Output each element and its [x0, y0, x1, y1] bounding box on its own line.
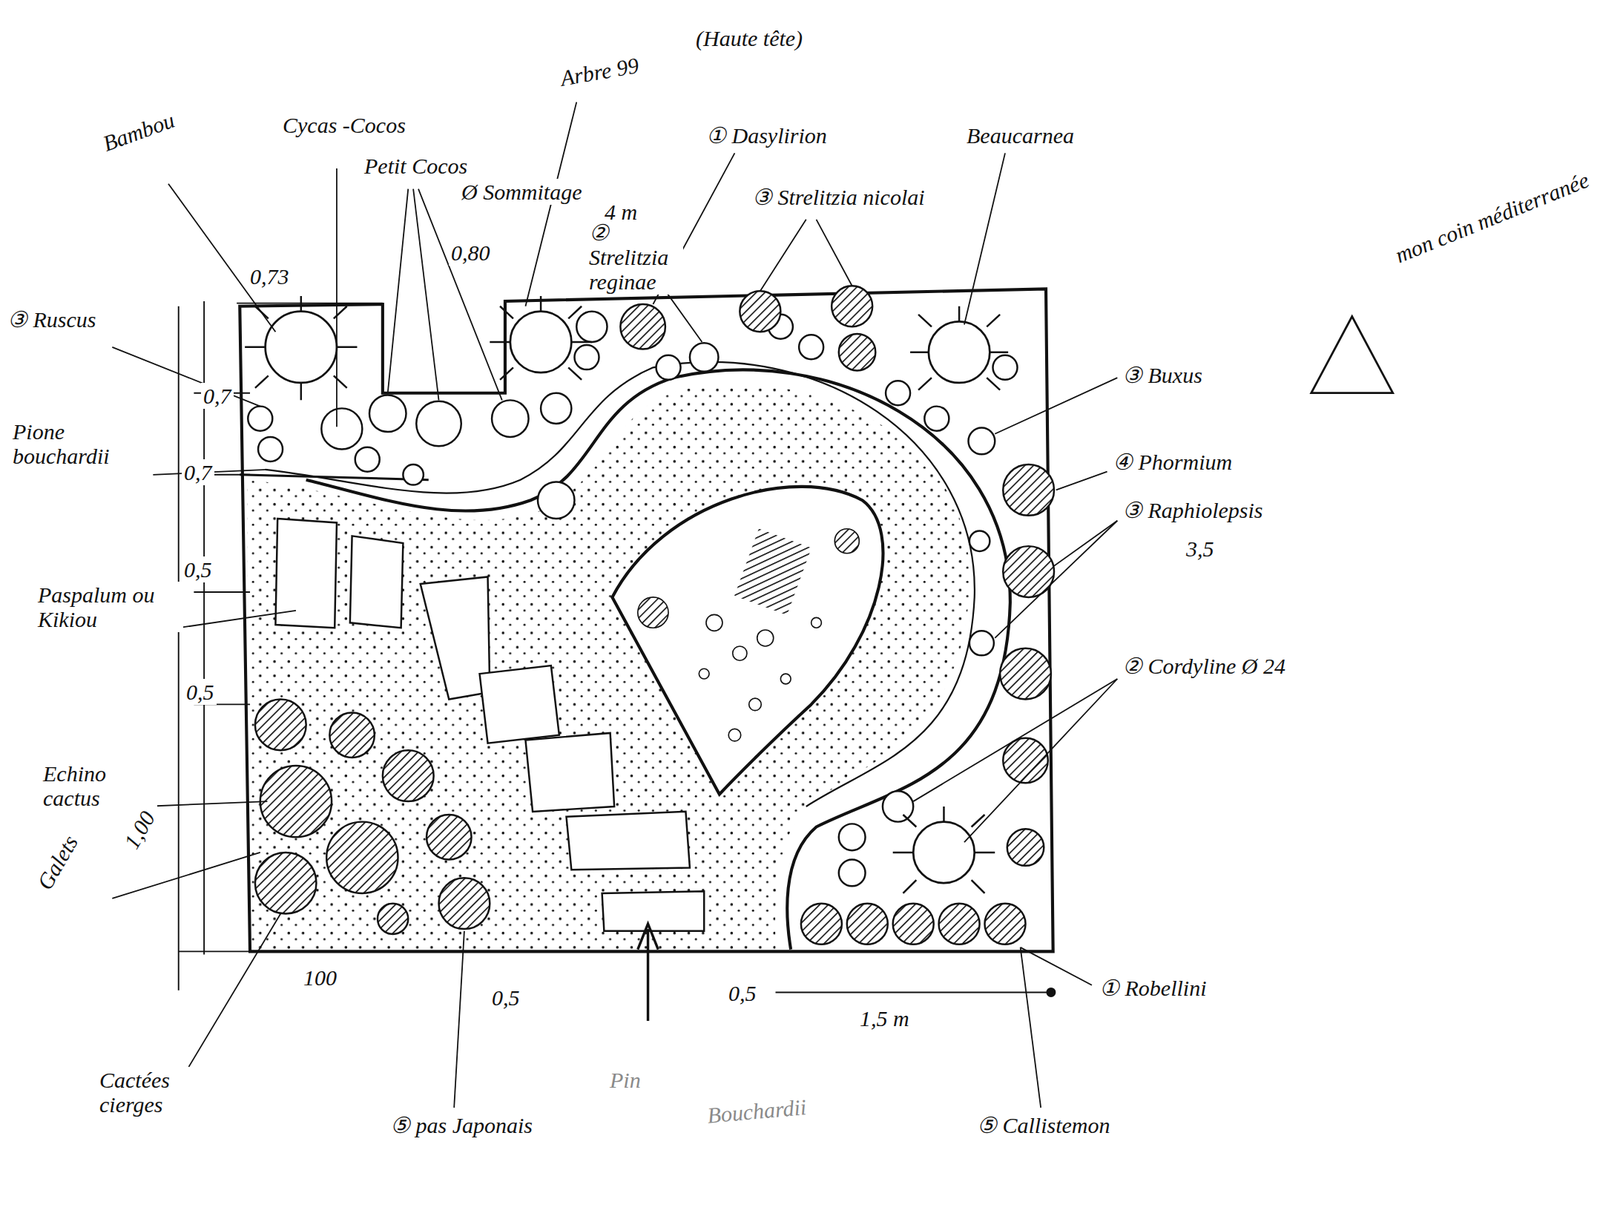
plant-label: ③ Buxus: [1120, 361, 1205, 388]
plant-label: 0,5: [726, 979, 759, 1006]
plant-label: Pin: [607, 1066, 644, 1093]
plant-label: Galets: [30, 828, 84, 897]
plant-label: Ø Sommitage: [459, 178, 584, 205]
plant-label: Pione bouchardii: [10, 418, 158, 469]
plant-label: ③ Ruscus: [5, 306, 99, 333]
site-boundary: [239, 288, 1053, 951]
plant-label: ③ Strelitzia nicolai: [749, 183, 928, 210]
plant-label: ① Dasylirion: [703, 122, 830, 149]
plant-label: Paspalum ou Kikiou: [35, 581, 184, 632]
plant-label: Beaucarnea: [964, 122, 1077, 149]
plant-label: 1,5 m: [857, 1005, 912, 1032]
plant-label: ① Robellini: [1097, 974, 1209, 1001]
plant-label: ④ Phormium: [1110, 448, 1235, 475]
path-edge: [306, 369, 1011, 949]
gravel-area: [247, 384, 971, 949]
plant-label: 0,80: [448, 239, 493, 266]
plant-label: ⑤ Callistemon: [974, 1111, 1113, 1138]
plant-label: 0,73: [247, 263, 292, 290]
plant-label: 0,7: [201, 382, 234, 409]
plant-label: 1,00: [117, 804, 162, 855]
plant-label: 0,5: [183, 678, 217, 705]
central-bed: [611, 486, 883, 795]
plant-label: (Haute tête): [693, 25, 805, 52]
plant-label: Cactées cierges: [97, 1066, 204, 1118]
plant-label: Cycas -Cocos: [280, 112, 408, 138]
plant-label: mon coin méditerranée: [1389, 166, 1595, 270]
plant-label: Bouchardii: [703, 1093, 810, 1129]
plant-label: ⑤ pas Japonais: [387, 1111, 535, 1138]
plant-label: 0,5: [489, 984, 523, 1011]
plant-label: Arbre 99: [556, 51, 644, 92]
plant-label: ② Strelitzia reginae: [586, 219, 684, 295]
plant-label: Petit Cocos: [361, 152, 470, 179]
plant-label: ③ Raphiolepsis: [1120, 496, 1266, 523]
plant-label: Bambou: [97, 106, 181, 158]
path-edge: [265, 361, 975, 807]
plant-label: ② Cordyline Ø 24: [1120, 652, 1288, 679]
plant-label: Echino cactus: [40, 760, 158, 811]
plant-label: 0,7: [181, 459, 215, 486]
plant-label: 100: [301, 964, 339, 991]
plant-label: 3,5: [1183, 535, 1217, 562]
plant-label: 0,5: [181, 556, 215, 583]
